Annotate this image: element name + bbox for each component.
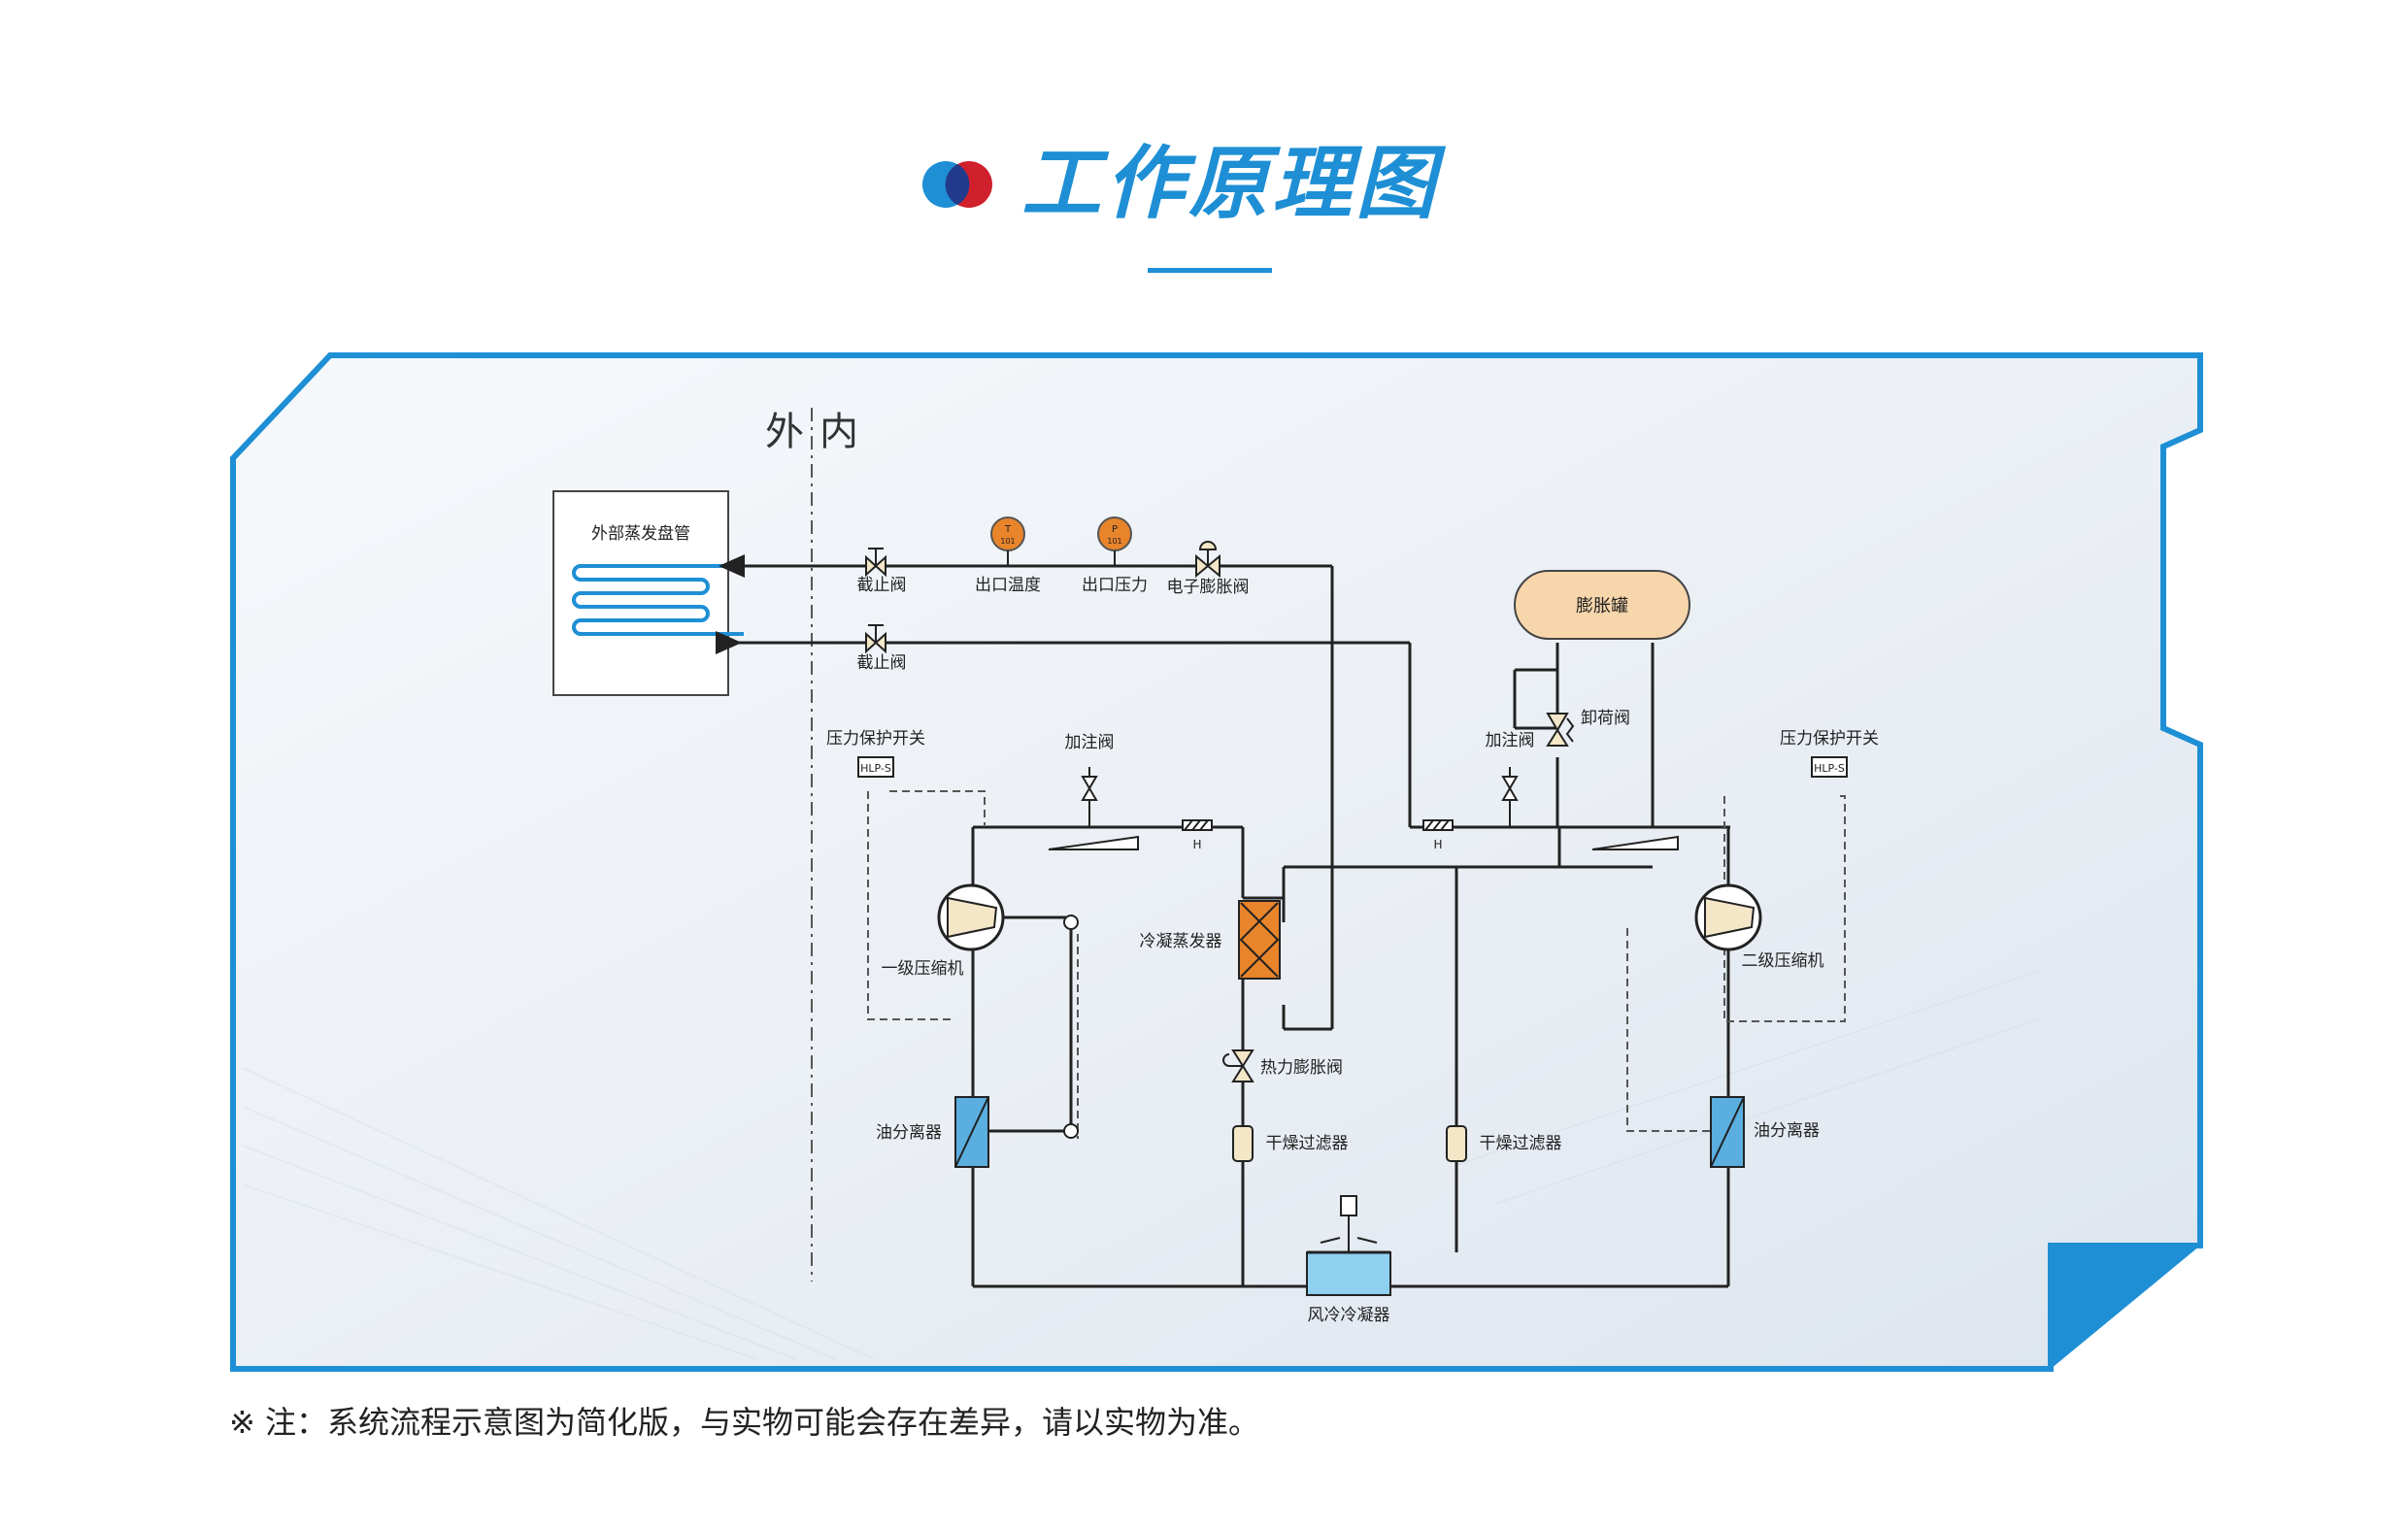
fill-valve-right: 加注阀 bbox=[1486, 731, 1535, 827]
oil-separator-right: 油分离器 bbox=[1710, 1096, 1820, 1168]
svg-text:热力膨胀阀: 热力膨胀阀 bbox=[1260, 1058, 1343, 1078]
title-underline bbox=[1148, 268, 1272, 273]
pressure-switch-left: HLP-S 压力保护开关 bbox=[826, 729, 925, 778]
svg-text:油分离器: 油分离器 bbox=[876, 1123, 942, 1143]
corner-fold bbox=[2051, 1246, 2200, 1369]
check-valve-right bbox=[1591, 835, 1679, 850]
second-stage-compressor: 二级压缩机 bbox=[1694, 883, 1824, 971]
svg-text:卸荷阀: 卸荷阀 bbox=[1581, 709, 1630, 728]
external-evaporator-coil: 外部蒸发盘管 bbox=[552, 490, 744, 696]
page-title: 工作原理图 bbox=[1021, 138, 1439, 230]
svg-text:一级压缩机: 一级压缩机 bbox=[882, 959, 964, 979]
oil-separator-left: 油分离器 bbox=[876, 1096, 989, 1168]
air-cooled-condenser: 风冷冷凝器 bbox=[1306, 1195, 1391, 1325]
svg-text:干燥过滤器: 干燥过滤器 bbox=[1480, 1134, 1562, 1153]
check-valve-left bbox=[1048, 835, 1139, 850]
unload-valve: 卸荷阀 bbox=[1546, 709, 1630, 747]
title-area: 工作原理图 bbox=[0, 126, 2408, 243]
electronic-expansion-valve: 电子膨胀阀 bbox=[1167, 541, 1250, 597]
outlet-pressure-gauge: P 101 出口压力 bbox=[1082, 516, 1148, 595]
svg-text:冷凝蒸发器: 冷凝蒸发器 bbox=[1140, 932, 1222, 951]
heater-right: H bbox=[1422, 819, 1454, 851]
svg-text:P: P bbox=[1112, 524, 1118, 535]
outlet-temp-label: 出口温度 bbox=[975, 576, 1041, 595]
svg-text:截止阀: 截止阀 bbox=[857, 653, 907, 673]
svg-text:H: H bbox=[1192, 838, 1201, 851]
pressure-switch-right: HLP-S 压力保护开关 bbox=[1780, 729, 1879, 778]
svg-text:膨胀罐: 膨胀罐 bbox=[1576, 596, 1628, 616]
svg-text:101: 101 bbox=[1107, 537, 1121, 546]
svg-text:加注阀: 加注阀 bbox=[1065, 733, 1115, 752]
svg-text:HLP-S: HLP-S bbox=[1814, 762, 1845, 775]
first-stage-compressor: 一级压缩机 bbox=[882, 827, 1079, 1139]
zone-inside-label: 内 bbox=[819, 410, 858, 454]
dryer-filter-right: 干燥过滤器 bbox=[1446, 1125, 1562, 1162]
control-lines bbox=[867, 790, 1846, 1139]
svg-text:电子膨胀阀: 电子膨胀阀 bbox=[1167, 578, 1250, 597]
svg-text:加注阀: 加注阀 bbox=[1486, 731, 1535, 750]
condensing-evaporator: 冷凝蒸发器 bbox=[1140, 867, 1281, 980]
diagram-frame bbox=[230, 352, 2203, 1372]
svg-text:压力保护开关: 压力保护开关 bbox=[826, 729, 925, 749]
svg-text:压力保护开关: 压力保护开关 bbox=[1780, 729, 1879, 749]
zone-outside-label: 外 bbox=[765, 410, 804, 454]
svg-text:干燥过滤器: 干燥过滤器 bbox=[1266, 1134, 1349, 1153]
svg-text:风冷冷凝器: 风冷冷凝器 bbox=[1308, 1306, 1390, 1325]
svg-text:截止阀: 截止阀 bbox=[857, 576, 907, 595]
outlet-pressure-label: 出口压力 bbox=[1082, 576, 1148, 595]
stop-valve-2: 截止阀 bbox=[857, 624, 907, 673]
thermal-expansion-valve: 热力膨胀阀 bbox=[1222, 1049, 1343, 1082]
svg-text:H: H bbox=[1433, 838, 1442, 851]
outlet-temperature-gauge: T 101 出口温度 bbox=[975, 516, 1041, 595]
pipe-network bbox=[716, 554, 1730, 1288]
svg-text:二级压缩机: 二级压缩机 bbox=[1742, 951, 1824, 971]
svg-text:T: T bbox=[1004, 524, 1012, 535]
logo-icon bbox=[922, 161, 992, 208]
dryer-filter-left: 干燥过滤器 bbox=[1232, 1125, 1349, 1162]
footnote: ※ 注：系统流程示意图为简化版，与实物可能会存在差异，请以实物为准。 bbox=[229, 1404, 1259, 1441]
expansion-tank: 膨胀罐 bbox=[1514, 570, 1690, 640]
svg-text:HLP-S: HLP-S bbox=[860, 762, 891, 775]
svg-text:101: 101 bbox=[1000, 537, 1015, 546]
heater-left: H bbox=[1182, 819, 1213, 851]
ext-coil-label: 外部蒸发盘管 bbox=[591, 524, 690, 544]
stop-valve-1: 截止阀 bbox=[857, 548, 907, 595]
fill-valve-left: 加注阀 bbox=[1065, 733, 1115, 827]
svg-text:油分离器: 油分离器 bbox=[1754, 1121, 1820, 1141]
